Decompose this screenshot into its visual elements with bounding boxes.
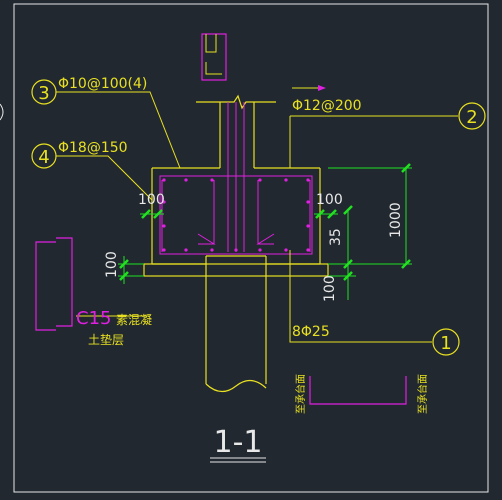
rebar-label-3: Φ10@100(4) bbox=[58, 76, 147, 92]
arrow-mark bbox=[318, 85, 326, 91]
note-bracket bbox=[309, 376, 407, 405]
drawing-frame bbox=[13, 3, 489, 493]
rebar-label-4: Φ18@150 bbox=[58, 140, 128, 156]
material-name-2: 土垫层 bbox=[88, 332, 124, 347]
note-left: 至承台面 bbox=[294, 374, 307, 414]
dim-100-right: 100 bbox=[316, 192, 343, 208]
callout-2-label: 2 bbox=[466, 107, 477, 128]
frame-edge-mark bbox=[0, 103, 4, 121]
material-name: 素混凝 bbox=[116, 312, 152, 327]
note-right: 至承台面 bbox=[416, 374, 429, 414]
callout-3-label: 3 bbox=[38, 83, 49, 104]
rebar-cage bbox=[159, 102, 313, 255]
leader-lines bbox=[56, 87, 458, 343]
dim-100-top: 100 bbox=[138, 192, 165, 208]
dim-1000: 1000 bbox=[388, 202, 404, 238]
section-title-underline bbox=[210, 457, 266, 463]
left-bracket-symbol bbox=[35, 237, 73, 331]
dimension-ticks bbox=[119, 163, 411, 281]
cushion-layer bbox=[143, 263, 329, 277]
callout-3: 3 bbox=[31, 79, 57, 105]
material-grade: C15 bbox=[76, 308, 111, 329]
callout-1-label: 1 bbox=[440, 333, 451, 354]
callout-4: 4 bbox=[31, 143, 57, 169]
dim-100-bottom: 100 bbox=[322, 275, 338, 302]
column-symbol bbox=[201, 33, 227, 81]
rebar-label-1: 8Φ25 bbox=[292, 324, 330, 340]
rebar-label-2: Φ12@200 bbox=[292, 98, 362, 114]
callout-2: 2 bbox=[458, 102, 486, 130]
callout-4-label: 4 bbox=[38, 147, 49, 168]
callout-1: 1 bbox=[432, 328, 460, 356]
rebar-dots bbox=[162, 178, 310, 252]
dim-35: 35 bbox=[328, 228, 344, 246]
section-title: 1-1 bbox=[214, 425, 263, 460]
pile bbox=[205, 255, 267, 393]
dim-100-left: 100 bbox=[104, 251, 120, 278]
